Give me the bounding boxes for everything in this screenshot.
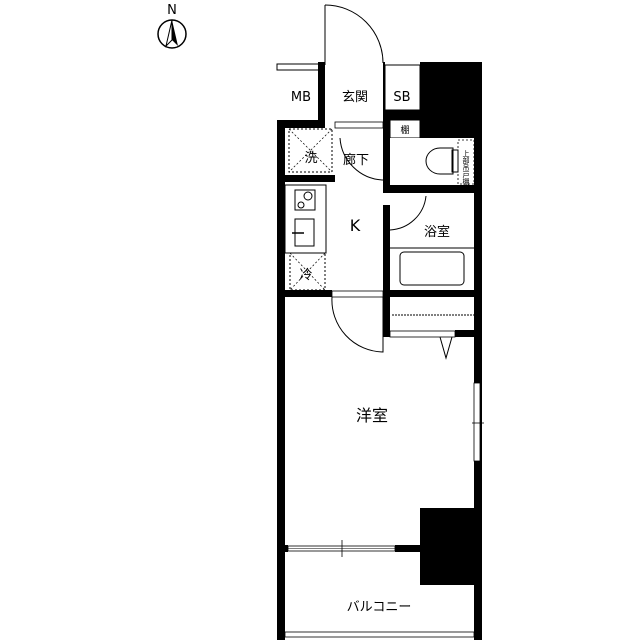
room-door-frame	[331, 290, 384, 298]
hallway-label: 廊下	[343, 152, 369, 168]
compass-north-label: N	[167, 3, 177, 18]
stove-icon	[294, 189, 316, 211]
bathroom-label: 浴室	[424, 224, 450, 240]
shelf-label: 棚	[400, 124, 409, 136]
hallway-door[interactable]	[339, 137, 384, 181]
entrance-door[interactable]	[324, 4, 384, 65]
kitchen-label: K	[350, 216, 361, 235]
bathroom-door[interactable]	[389, 195, 427, 231]
compass-arrow-left	[165, 19, 173, 48]
toilet-icon	[425, 147, 454, 175]
compass-arrow-right	[172, 20, 178, 46]
washer-space	[288, 128, 333, 173]
balcony-sliding-window[interactable]	[287, 540, 396, 557]
hallway-step	[334, 121, 384, 129]
room-door[interactable]	[331, 296, 384, 353]
balcony-label: バルコニー	[347, 600, 412, 615]
walls	[277, 62, 482, 640]
closet-door-swing-icon	[439, 336, 453, 360]
fridge-label: 冷	[299, 268, 312, 283]
entrance-top-line	[276, 63, 322, 71]
shoe-box	[384, 64, 421, 111]
entrance-label: 玄関	[342, 90, 368, 105]
toilet-tank-icon	[451, 149, 459, 173]
fridge-space	[289, 252, 326, 291]
toilet-room	[390, 138, 475, 185]
sb-label: SB	[393, 90, 410, 105]
mb-label: MB	[291, 90, 311, 105]
bathtub-icon	[399, 251, 465, 286]
western-room-label: 洋室	[356, 406, 388, 425]
kitchen-counter	[284, 184, 327, 291]
north-compass: N	[157, 3, 187, 49]
washer-label: 洗	[304, 151, 317, 166]
closet-door[interactable]	[389, 330, 456, 338]
upper-cabinet-label: 上部吊戸棚	[462, 149, 470, 186]
balcony-railing	[284, 631, 475, 638]
side-window[interactable]	[473, 382, 481, 462]
